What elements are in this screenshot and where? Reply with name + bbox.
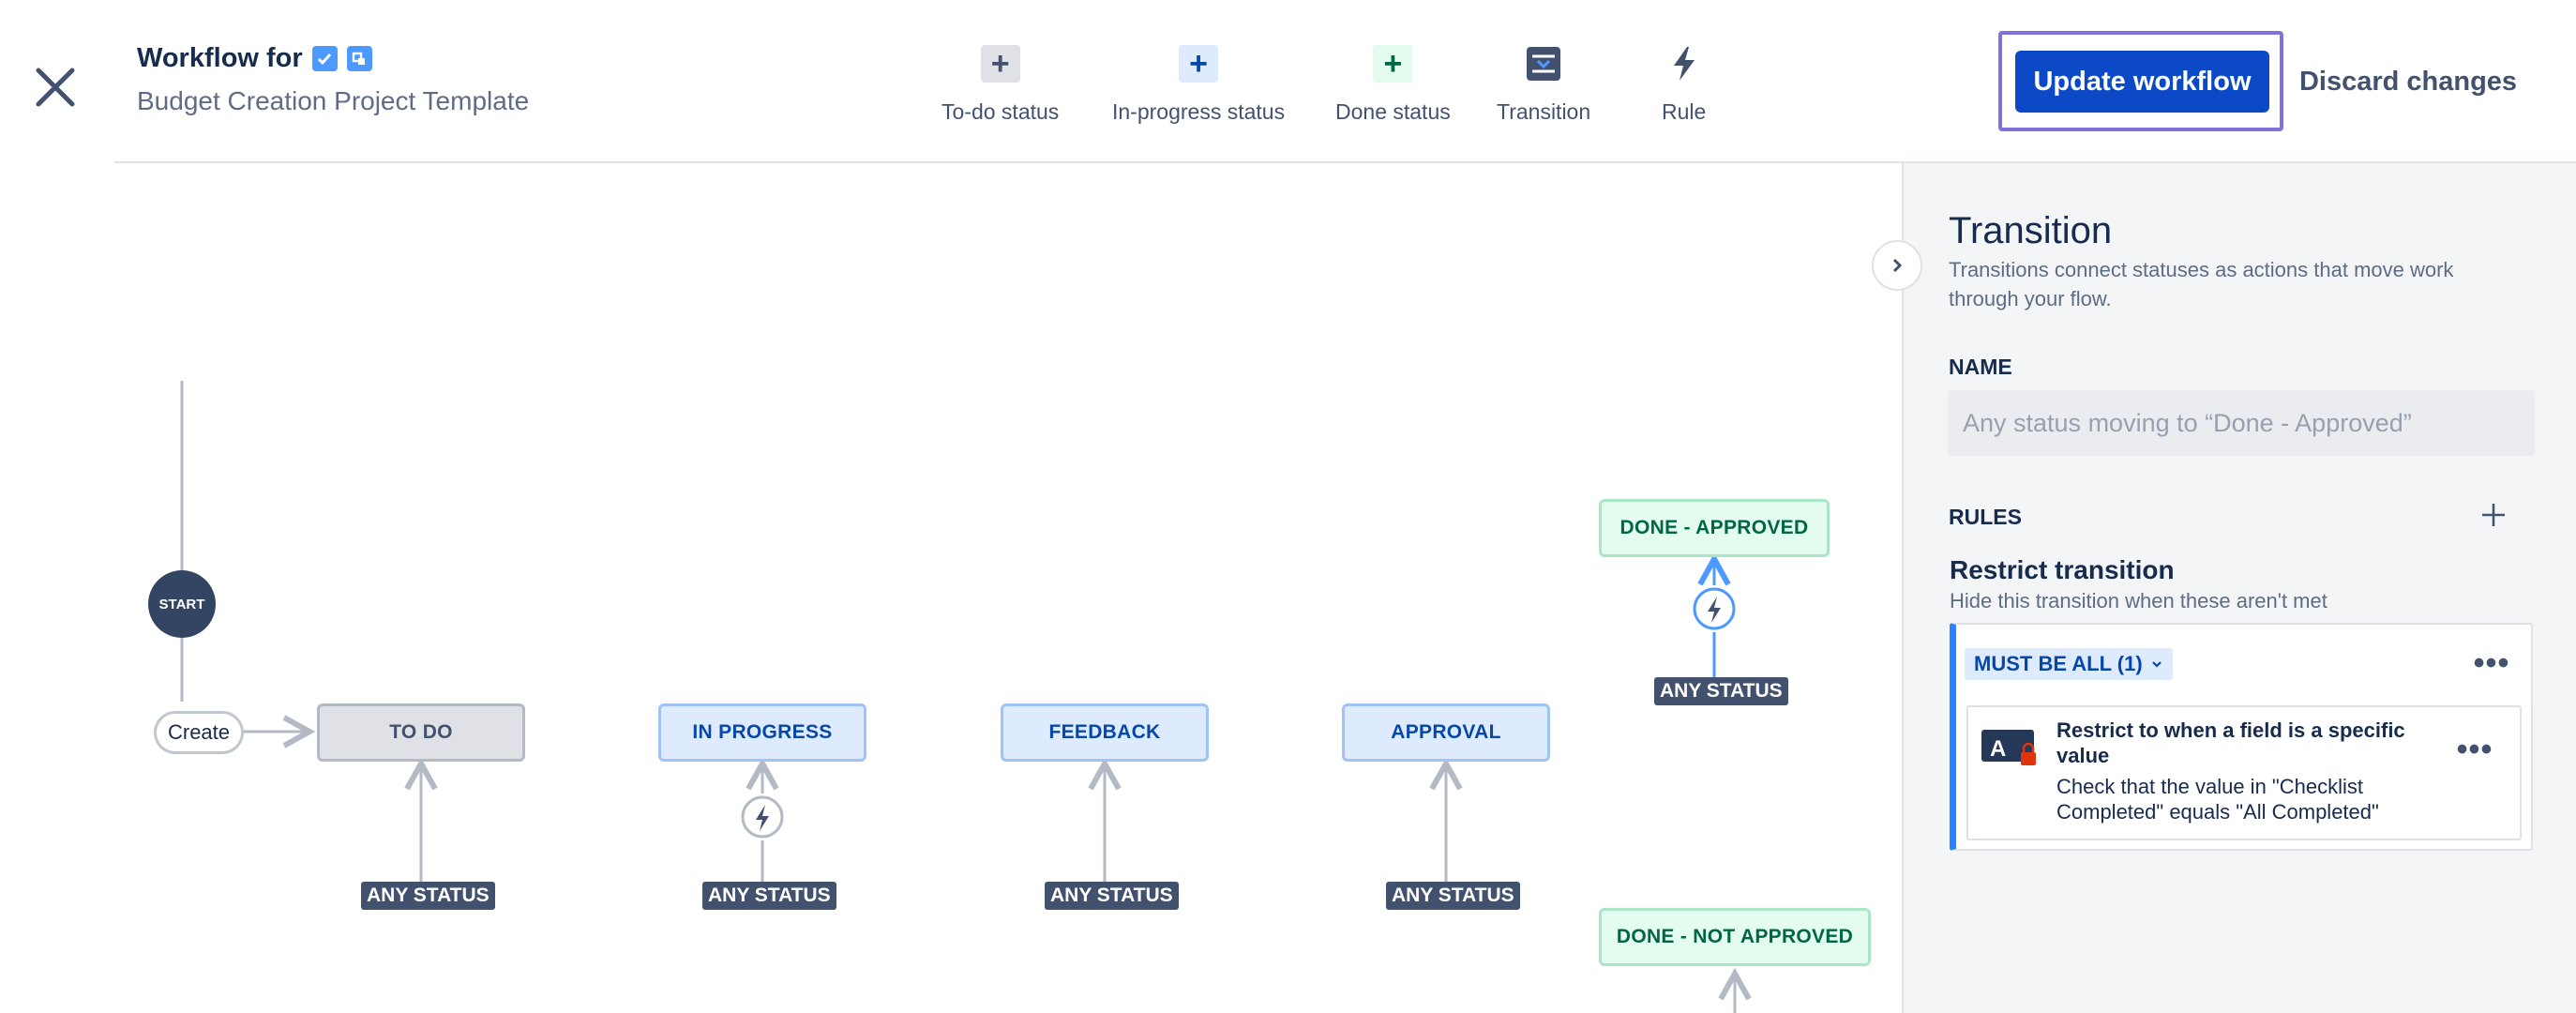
any-status-tag[interactable]: ANY STATUS xyxy=(361,882,495,910)
workflow-canvas[interactable]: START Create TO DO IN PROGRESS FEEDBACK … xyxy=(114,163,1902,1013)
plus-icon: + xyxy=(1373,45,1413,83)
checkbox-icon xyxy=(311,46,338,71)
add-inprogress-status-button[interactable]: + In-progress status xyxy=(1112,45,1285,125)
any-status-tag[interactable]: ANY STATUS xyxy=(1386,882,1520,910)
restrict-transition-description: Hide this transition when these aren't m… xyxy=(1950,589,2327,612)
more-icon: ••• xyxy=(2473,645,2510,681)
condition-card[interactable] xyxy=(1966,705,2522,840)
workflow-subtitle: Budget Creation Project Template xyxy=(137,86,530,115)
field-value-icon: A xyxy=(1981,728,2040,769)
header-divider xyxy=(114,161,2576,163)
collapse-panel-button[interactable] xyxy=(1872,240,1922,291)
condition-title: Restrict to when a field is a specific v… xyxy=(2056,718,2405,767)
name-label: NAME xyxy=(1949,355,2012,379)
workflow-title: Workflow for xyxy=(137,43,372,74)
must-be-all-dropdown[interactable]: MUST BE ALL (1) xyxy=(1965,648,2173,680)
add-todo-status-button[interactable]: + To-do status xyxy=(942,45,1059,125)
status-in-progress[interactable]: IN PROGRESS xyxy=(658,703,866,762)
transition-icon xyxy=(1524,45,1563,83)
rules-label: RULES xyxy=(1949,505,2022,529)
any-status-tag[interactable]: ANY STATUS xyxy=(702,882,836,910)
plus-icon xyxy=(2482,504,2505,526)
restrict-transition-title: Restrict transition xyxy=(1950,555,2175,584)
status-done-approved[interactable]: DONE - APPROVED xyxy=(1599,499,1830,557)
workflow-title-text: Workflow for xyxy=(137,43,303,73)
more-icon: ••• xyxy=(2456,732,2493,767)
panel-title: Transition xyxy=(1949,210,2113,251)
must-be-all-label: MUST BE ALL (1) xyxy=(1974,652,2143,675)
subtask-icon xyxy=(346,46,372,71)
todo-status-label: To-do status xyxy=(942,99,1060,124)
plus-icon: + xyxy=(980,45,1020,83)
close-button[interactable] xyxy=(26,58,84,116)
connector-lines xyxy=(180,381,1902,1013)
chevron-down-icon xyxy=(2151,661,2162,668)
rule-group-more-button[interactable]: ••• xyxy=(2466,647,2517,679)
status-feedback[interactable]: FEEDBACK xyxy=(1001,703,1209,762)
inprogress-status-label: In-progress status xyxy=(1112,99,1286,124)
add-rule-button[interactable] xyxy=(2474,495,2513,535)
discard-changes-button[interactable]: Discard changes xyxy=(2298,66,2518,97)
any-status-tag[interactable]: ANY STATUS xyxy=(1045,882,1179,910)
close-icon xyxy=(36,68,75,107)
any-status-tag[interactable]: ANY STATUS xyxy=(1654,677,1788,705)
panel-description: Transitions connect statuses as actions … xyxy=(1949,258,2454,310)
create-transition[interactable]: Create xyxy=(154,711,244,754)
add-rule-button[interactable]: Rule xyxy=(1662,45,1706,125)
done-status-label: Done status xyxy=(1335,99,1451,124)
plus-icon: + xyxy=(1179,45,1219,83)
status-approval[interactable]: APPROVAL xyxy=(1342,703,1550,762)
update-workflow-button[interactable]: Update workflow xyxy=(2015,51,2269,113)
update-button-focus-outline xyxy=(1998,31,2283,131)
svg-text:A: A xyxy=(1990,736,2006,762)
rule-label: Rule xyxy=(1662,99,1707,124)
transition-name-input[interactable] xyxy=(1948,390,2535,456)
chevron-right-icon xyxy=(1892,258,1903,273)
status-todo[interactable]: TO DO xyxy=(317,703,525,762)
transition-panel xyxy=(1902,163,2576,1013)
condition-more-button[interactable]: ••• xyxy=(2449,733,2500,765)
add-done-status-button[interactable]: + Done status xyxy=(1335,45,1451,125)
start-node[interactable]: START xyxy=(148,570,216,638)
transition-label: Transition xyxy=(1497,99,1591,124)
left-strip xyxy=(0,0,114,1013)
add-transition-button[interactable]: Transition xyxy=(1497,45,1590,125)
status-done-not-approved[interactable]: DONE - NOT APPROVED xyxy=(1599,908,1871,966)
condition-description: Check that the value in "Checklist Compl… xyxy=(2056,775,2379,824)
lightning-icon xyxy=(1665,45,1704,83)
